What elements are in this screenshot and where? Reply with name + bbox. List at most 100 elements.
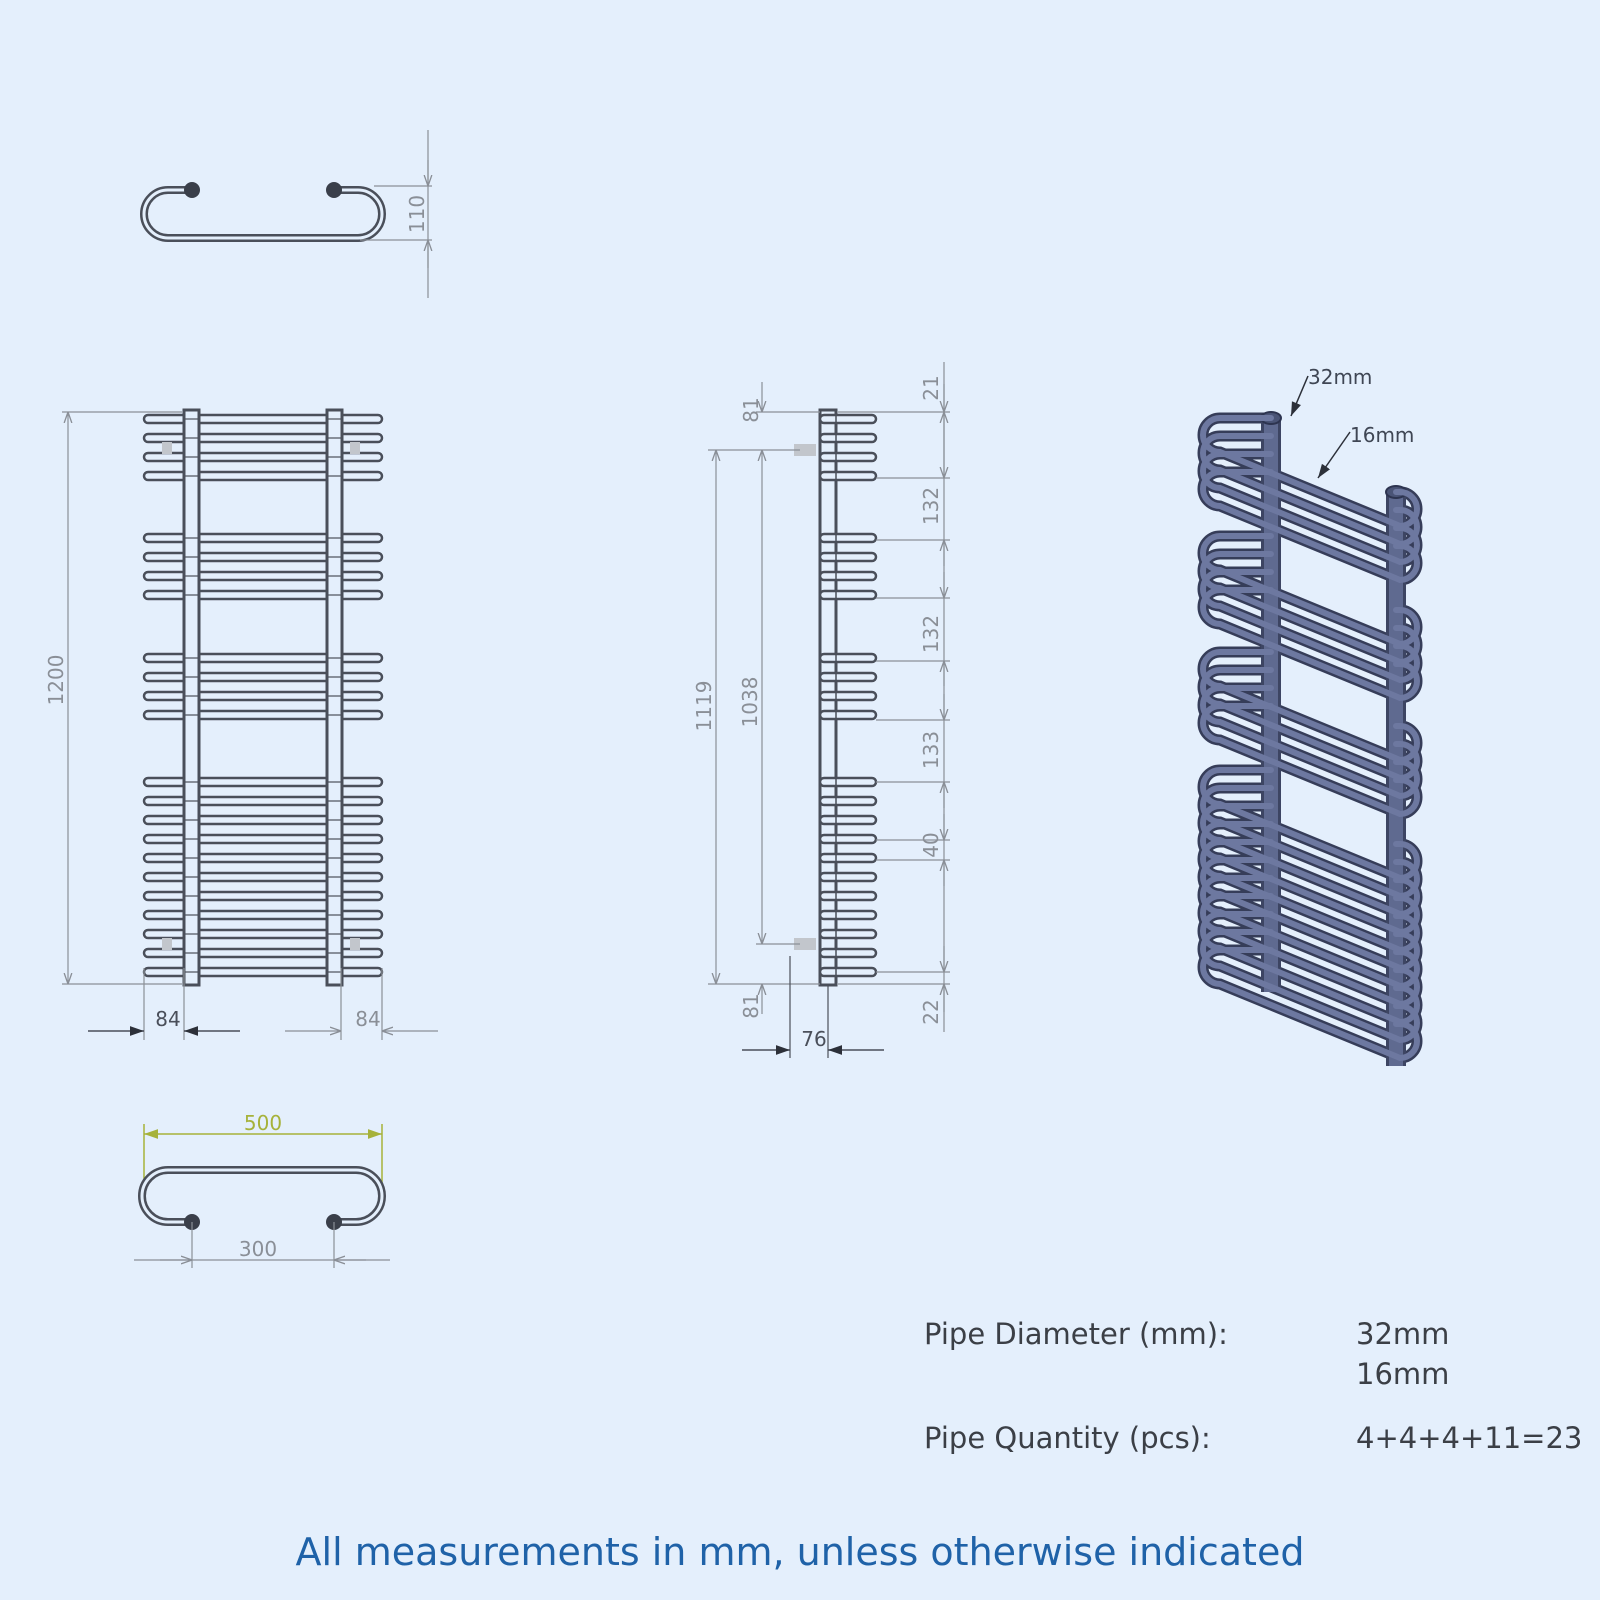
iso-rail (1200, 533, 1420, 648)
side-rail (818, 909, 878, 921)
side-view: 81 1119 1038 81 76 (692, 362, 950, 1058)
side-rail (818, 852, 878, 864)
dim-gap-1-label: 132 (919, 487, 943, 525)
dim-bottom-gap-label: 22 (919, 999, 943, 1024)
front-rail (142, 947, 384, 959)
side-rail (818, 690, 878, 702)
top-view: 110 (140, 130, 432, 298)
callout-16mm-label: 16mm (1350, 423, 1414, 447)
side-rail (818, 776, 878, 788)
front-rail (142, 589, 384, 601)
front-rail (142, 551, 384, 563)
side-rail (818, 814, 878, 826)
top-view-pipe-left (184, 182, 200, 198)
dim-rail-pitch-label: 40 (919, 832, 943, 857)
dim-valve-offset-right: 84 (285, 968, 438, 1040)
bottom-view: 500 300 (134, 1111, 390, 1268)
side-rail (818, 589, 878, 601)
front-rail (142, 776, 384, 788)
callout-32mm-label: 32mm (1308, 365, 1372, 389)
side-rail (818, 532, 878, 544)
front-rail (142, 814, 384, 826)
iso-rail (1200, 803, 1420, 918)
side-rail (818, 833, 878, 845)
dim-top-gap-label: 21 (919, 375, 943, 400)
iso-rail (1200, 551, 1420, 666)
iso-rail (1200, 649, 1420, 764)
dim-pipe-centres: 300 (134, 1222, 390, 1268)
top-view-pipe-right (326, 182, 342, 198)
dim-side-chain: 21 132 132 133 40 22 (838, 362, 950, 1032)
spec-diameter-value-2: 16mm (1356, 1357, 1450, 1391)
side-rail (818, 795, 878, 807)
dim-side-top-offset: 81 (739, 382, 820, 423)
iso-rail (1200, 785, 1420, 900)
side-rail (818, 671, 878, 683)
side-rail (818, 947, 878, 959)
iso-rail (1200, 433, 1420, 548)
dim-side-top-offset-label: 81 (739, 397, 763, 422)
dim-side-height-1119-label: 1119 (692, 681, 716, 732)
front-rail (142, 928, 384, 940)
front-rail (142, 671, 384, 683)
front-rail (142, 909, 384, 921)
side-rail (818, 709, 878, 721)
dim-wall-depth-label: 76 (801, 1027, 826, 1051)
dim-side-height-1038: 1038 (738, 450, 800, 945)
front-rail (142, 966, 384, 978)
iso-rail (1200, 587, 1420, 702)
front-rail (142, 709, 384, 721)
dim-overall-width: 500 (143, 1111, 383, 1192)
front-rails (142, 413, 384, 978)
front-rail (142, 413, 384, 425)
isometric-render: 32mm 16mm (1197, 365, 1423, 1066)
front-rail (142, 890, 384, 902)
side-rail (818, 432, 878, 444)
dim-overall-height-label: 1200 (44, 655, 68, 706)
front-view: 1200 84 84 (44, 408, 438, 1040)
front-vertical-pipe-left (182, 408, 201, 987)
dim-wall-depth: 76 (742, 956, 884, 1058)
side-rails (818, 413, 878, 978)
iso-rail (1200, 703, 1420, 818)
front-rail (142, 871, 384, 883)
spec-quantity-label: Pipe Quantity (pcs): (924, 1421, 1211, 1455)
dim-pipe-centres-label: 300 (239, 1237, 277, 1261)
front-rail (142, 432, 384, 444)
side-rail (818, 966, 878, 978)
bottom-view-rail-shape (138, 1166, 386, 1226)
iso-rail (1200, 839, 1420, 954)
footer-note: All measurements in mm, unless otherwise… (295, 1530, 1305, 1574)
side-rail (818, 413, 878, 425)
front-rail (142, 451, 384, 463)
iso-rail (1200, 469, 1420, 584)
front-valve-mark-3 (162, 938, 172, 950)
iso-rail (1200, 893, 1420, 1008)
side-rail (818, 451, 878, 463)
front-rail (142, 795, 384, 807)
front-rail (142, 690, 384, 702)
front-rail (142, 833, 384, 845)
spec-quantity-value: 4+4+4+11=23 (1356, 1421, 1583, 1455)
dim-top-depth: 110 (360, 130, 432, 298)
front-valve-mark-4 (350, 938, 360, 950)
dim-valve-offset-left: 84 (88, 968, 240, 1040)
dim-overall-height: 1200 (44, 411, 182, 985)
front-rail (142, 470, 384, 482)
front-rail (142, 570, 384, 582)
dim-gap-2-label: 132 (919, 615, 943, 653)
iso-rail (1200, 667, 1420, 782)
front-rails-over (184, 418, 342, 973)
front-vertical-pipe-right (325, 408, 344, 987)
iso-rail (1200, 415, 1420, 530)
front-valve-mark-2 (350, 442, 360, 454)
dim-side-bottom-offset: 81 (739, 984, 763, 1019)
front-rail (142, 852, 384, 864)
front-rail (142, 652, 384, 664)
dim-valve-offset-right-label: 84 (355, 1007, 380, 1031)
dim-top-depth-label: 110 (405, 195, 429, 233)
side-rail (818, 470, 878, 482)
iso-rail (1200, 821, 1420, 936)
dim-gap-3-label: 133 (919, 731, 943, 769)
